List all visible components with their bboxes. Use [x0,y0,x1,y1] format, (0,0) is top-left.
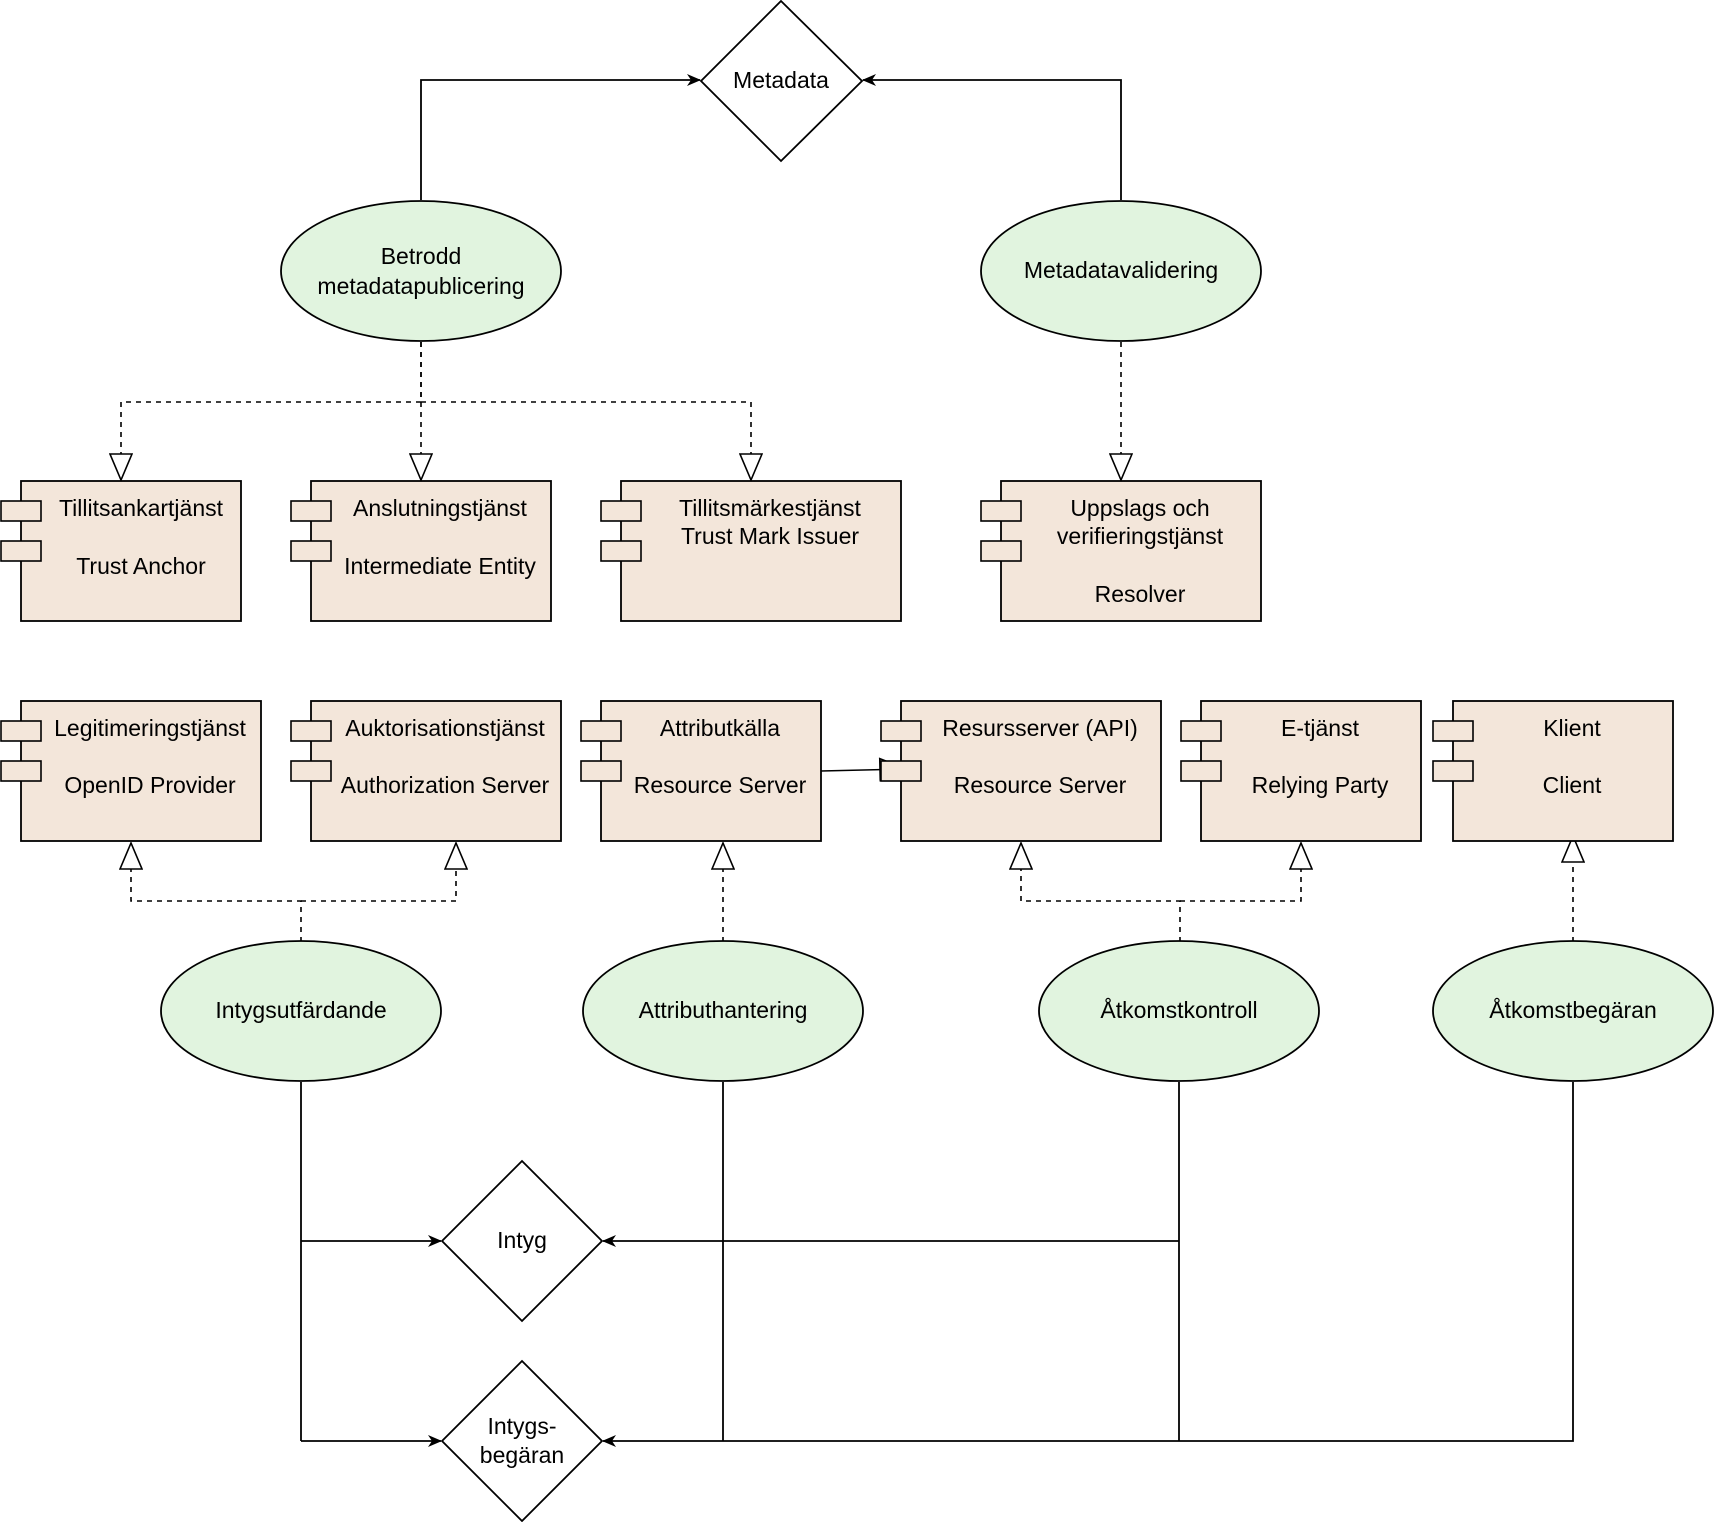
resursserver-line3: Resource Server [954,772,1127,798]
component-icon-port [1432,760,1474,782]
connector-atkomstbegaran-to-intygsbegaran [602,1082,1574,1447]
attributkalla-line3: Resource Server [634,772,807,798]
component-icon-port [290,540,332,562]
component-icon-port [290,760,332,782]
etjanst-component: E-tjänst Relying Party [1180,700,1422,842]
component-icon-port [880,760,922,782]
atkomstbegaran-label: Åtkomstbegäran [1489,996,1656,1023]
component-icon-port [1180,720,1222,742]
tillitsankar-line1: Tillitsankartjänst [59,495,224,521]
resursserver-line1: Resursserver (API) [942,715,1138,741]
uppslag-line1: Uppslags och [1070,495,1209,521]
component-icon-port [0,760,42,782]
attributkalla-component: Attributkälla Resource Server [580,700,822,842]
component-icon-port [980,540,1022,562]
tillitsankartjanst-component: Tillitsankartjänst Trust Anchor [0,480,242,622]
realization-betrodd-to-tillitsankar [121,342,422,480]
betrodd-label-line2: metadatapublicering [317,273,524,299]
atkomstkontroll-label: Åtkomstkontroll [1100,996,1257,1023]
component-icon-port [880,720,922,742]
tillitsankar-line3: Trust Anchor [76,553,206,579]
component-icon-port [600,500,642,522]
component-icon-port [980,500,1022,522]
component-icon-port [290,720,332,742]
metadata-diamond: Metadata [699,0,864,163]
anslutning-line3: Intermediate Entity [344,553,536,579]
anslutningstjanst-component: Anslutningstjänst Intermediate Entity [290,480,552,622]
resursserver-component: Resursserver (API) Resource Server [880,700,1162,842]
anslutning-line1: Anslutningstjänst [353,495,527,521]
component-icon-port [580,760,622,782]
component-icon-port [0,540,42,562]
klient-component: Klient Client [1432,700,1674,842]
connector-validering-to-metadata [862,74,1122,200]
auktorisationstjanst-component: Auktorisationstjänst Authorization Serve… [290,700,562,842]
klient-line3: Client [1543,772,1602,798]
realization-atkomstkontroll-to-resursserver [1021,843,1181,942]
intygsbegaran-label-line1: Intygs- [487,1413,556,1439]
component-icon-port [0,720,42,742]
tillitsmarke-line2: Trust Mark Issuer [681,523,859,549]
component-icon-port [290,500,332,522]
atkomstkontroll-ellipse: Åtkomstkontroll [1038,940,1320,1082]
connector-betrodd-to-metadata [420,74,701,200]
uppslag-line4: Resolver [1095,581,1186,607]
auktorisation-line1: Auktorisationstjänst [345,715,545,741]
component-icon-port [1180,760,1222,782]
intygsutfardande-label: Intygsutfärdande [215,997,386,1023]
metadatavalidering-ellipse: Metadatavalidering [980,200,1262,342]
component-icon-port [600,540,642,562]
betrodd-label-line1: Betrodd [381,243,462,269]
atkomstbegaran-ellipse: Åtkomstbegäran [1432,940,1714,1082]
realization-intygsutfardande-to-auktorisation [301,843,456,902]
realization-intygsutfardande-to-legitimering [131,843,302,942]
tillitsmarkestjanst-component: Tillitsmärkestjänst Trust Mark Issuer [600,480,902,622]
realization-betrodd-to-tillitsmarke [421,401,751,480]
component-icon-port [1432,720,1474,742]
attributhantering-label: Attributhantering [639,997,808,1023]
realization-atkomstkontroll-to-etjanst [1180,843,1301,902]
klient-line1: Klient [1543,715,1601,741]
intyg-diamond: Intyg [440,1159,604,1323]
intygsutfardande-ellipse: Intygsutfärdande [160,940,442,1082]
betrodd-metadatapublicering-ellipse: Betrodd metadatapublicering [280,200,562,342]
uppslag-line2: verifieringstjänst [1057,523,1224,549]
legitimering-line1: Legitimeringstjänst [54,715,246,741]
legitimering-line3: OpenID Provider [64,772,236,798]
uppslags-verifieringstjanst-component: Uppslags och verifieringstjänst Resolver [980,480,1262,622]
intygsbegaran-diamond: Intygs- begäran [440,1359,604,1522]
intygsbegaran-label-line2: begäran [480,1442,564,1468]
intyg-label: Intyg [497,1227,547,1253]
metadatavalidering-label: Metadatavalidering [1024,257,1218,283]
attributhantering-ellipse: Attributhantering [582,940,864,1082]
metadata-label: Metadata [733,67,829,93]
attributkalla-line1: Attributkälla [660,715,780,741]
etjanst-line1: E-tjänst [1281,715,1360,741]
etjanst-line3: Relying Party [1252,772,1389,798]
auktorisation-line3: Authorization Server [341,772,550,798]
legitimeringstjanst-component: Legitimeringstjänst OpenID Provider [0,700,262,842]
tillitsmarke-line1: Tillitsmärkestjänst [679,495,862,521]
component-icon-port [0,500,42,522]
component-icon-port [580,720,622,742]
